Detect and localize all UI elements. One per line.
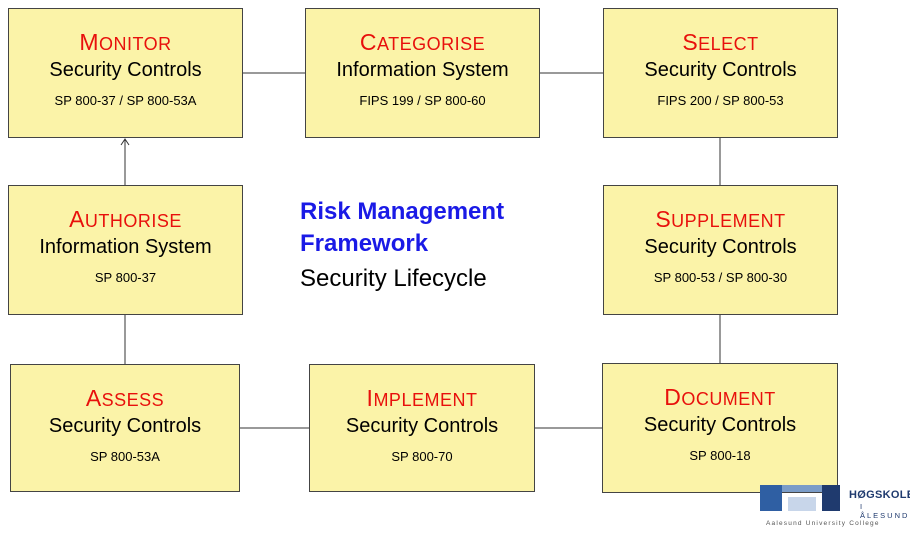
logo-tagline: Aalesund University College (766, 520, 880, 527)
college-logo: HØGSKOLEN I ÅLESUND Aalesund University … (760, 485, 910, 533)
step-subtitle-select: Security Controls (644, 59, 797, 81)
step-ref-document: SP 800-18 (689, 448, 751, 463)
step-title-assess: Assess (85, 385, 165, 411)
center-subtitle: Security Lifecycle (300, 265, 487, 292)
logo-mark-icon (760, 485, 840, 511)
step-title-categorise: Categorise (359, 29, 486, 55)
step-subtitle-authorise: Information System (39, 236, 212, 258)
arrowhead-to-monitor (120, 138, 130, 146)
step-title-document: Document (664, 384, 776, 410)
step-title-authorise: Authorise (69, 206, 182, 232)
step-subtitle-monitor: Security Controls (49, 59, 202, 81)
center-title-line1: Risk Management (300, 198, 505, 225)
logo-subname: I ÅLESUND (860, 502, 910, 520)
step-title-select: Select (682, 29, 759, 55)
box-monitor: Monitor Security Controls SP 800-37 / SP… (8, 8, 243, 138)
step-subtitle-supplement: Security Controls (644, 236, 797, 258)
box-authorise: Authorise Information System SP 800-37 (8, 185, 243, 315)
box-select: Select Security Controls FIPS 200 / SP 8… (603, 8, 838, 138)
step-subtitle-assess: Security Controls (48, 415, 202, 437)
step-ref-select: FIPS 200 / SP 800-53 (657, 93, 784, 108)
step-title-supplement: Supplement (655, 206, 786, 232)
box-assess: Assess Security Controls SP 800-53A (10, 364, 240, 492)
step-ref-monitor: SP 800-37 / SP 800-53A (54, 93, 197, 108)
step-ref-authorise: SP 800-37 (94, 270, 157, 285)
step-title-monitor: Monitor (79, 29, 172, 55)
step-subtitle-categorise: Information System (336, 59, 509, 81)
logo-name: HØGSKOLEN (849, 489, 910, 501)
box-implement: Implement Security Controls SP 800-70 (309, 364, 535, 492)
step-ref-supplement: SP 800-53 / SP 800-30 (653, 270, 788, 285)
step-ref-assess: SP 800-53A (90, 449, 160, 464)
step-ref-categorise: FIPS 199 / SP 800-60 (359, 93, 486, 108)
step-title-implement: Implement (366, 385, 478, 411)
step-subtitle-document: Security Controls (643, 414, 797, 436)
box-supplement: Supplement Security Controls SP 800-53 /… (603, 185, 838, 315)
step-subtitle-implement: Security Controls (345, 415, 499, 437)
center-caption: Risk Management Framework Security Lifec… (300, 196, 504, 295)
box-categorise: Categorise Information System FIPS 199 /… (305, 8, 540, 138)
step-ref-implement: SP 800-70 (391, 449, 453, 464)
center-title-line2: Framework (300, 230, 429, 257)
box-document: Document Security Controls SP 800-18 (602, 363, 838, 493)
